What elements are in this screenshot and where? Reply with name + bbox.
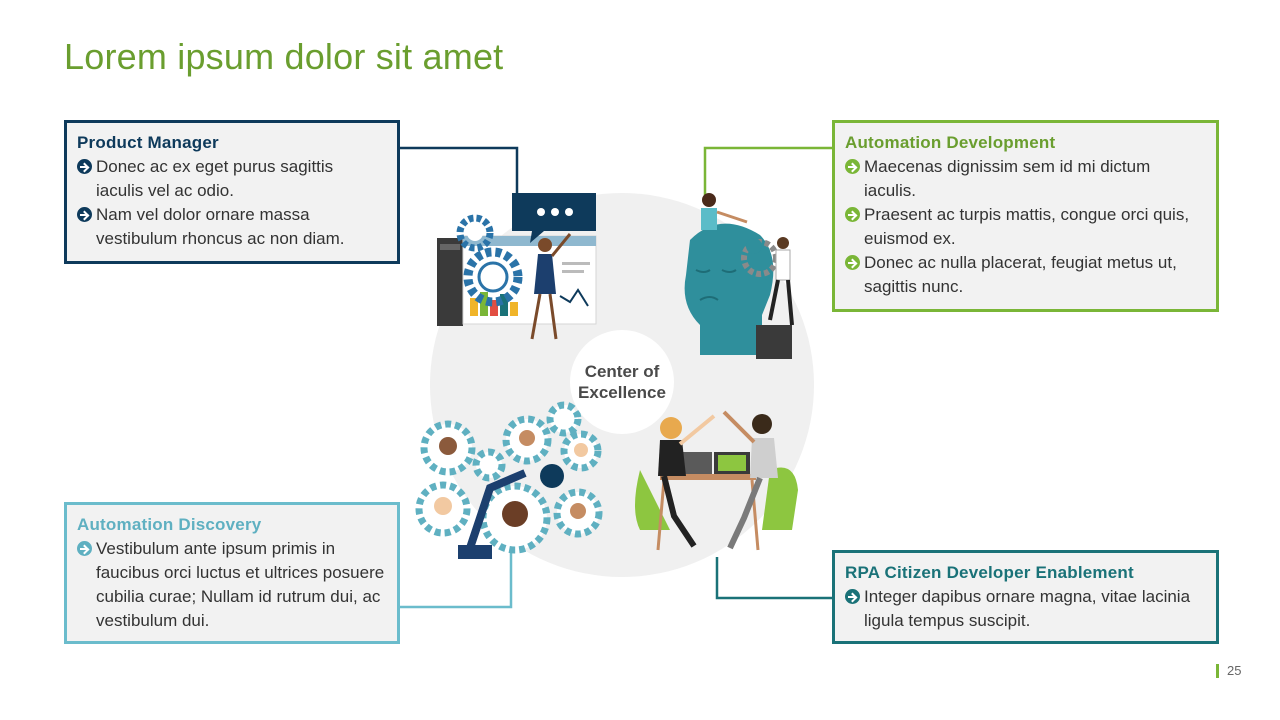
arrow-bullet-icon [77, 159, 92, 174]
automation-discovery-box: Automation Discovery Vestibulum ante ips… [64, 502, 400, 644]
list-item: Donec ac nulla placerat, feugiat metus u… [845, 251, 1204, 299]
list-item: Nam vel dolor ornare massa vestibulum rh… [77, 203, 385, 251]
slide-title: Lorem ipsum dolor sit amet [64, 36, 504, 77]
center-label-line1: Center of [584, 362, 660, 381]
box-heading: Automation Discovery [77, 515, 262, 534]
arrow-bullet-icon [845, 159, 860, 174]
connector-rpa [715, 557, 832, 600]
bullet-text: Vestibulum ante ipsum primis in faucibus… [96, 539, 385, 630]
arrow-bullet-icon [845, 589, 860, 604]
connector-product-manager [400, 146, 519, 200]
dashboard-illustration [437, 193, 597, 340]
box-heading: Automation Development [845, 133, 1056, 152]
box-heading: Product Manager [77, 133, 219, 152]
list-item: Praesent ac turpis mattis, congue orci q… [845, 203, 1204, 251]
arrow-bullet-icon [77, 541, 92, 556]
arrow-bullet-icon [77, 207, 92, 222]
connector-automation-development [703, 146, 832, 198]
bullet-text: Donec ac nulla placerat, feugiat metus u… [864, 253, 1177, 296]
arrow-bullet-icon [845, 255, 860, 270]
list-item: Maecenas dignissim sem id mi dictum iacu… [845, 155, 1204, 203]
collaboration-illustration [635, 410, 798, 551]
connector-automation-discovery [400, 550, 513, 609]
gears-avatars-illustration [415, 401, 603, 559]
rpa-citizen-developer-box: RPA Citizen Developer Enablement Integer… [832, 550, 1219, 644]
bullet-text: Nam vel dolor ornare massa vestibulum rh… [96, 205, 345, 248]
bullet-text: Donec ac ex eget purus sagittis iaculis … [96, 157, 334, 200]
ai-head-illustration [684, 193, 794, 359]
list-item: Vestibulum ante ipsum primis in faucibus… [77, 537, 385, 633]
product-manager-box: Product Manager Donec ac ex eget purus s… [64, 120, 400, 264]
bullet-text: Integer dapibus ornare magna, vitae laci… [864, 587, 1191, 630]
box-heading: RPA Citizen Developer Enablement [845, 563, 1134, 582]
center-label-line2: Excellence [578, 383, 666, 402]
list-item: Integer dapibus ornare magna, vitae laci… [845, 585, 1204, 633]
page-number: 25 [1216, 664, 1241, 678]
list-item: Donec ac ex eget purus sagittis iaculis … [77, 155, 385, 203]
center-of-excellence-label: Center of Excellence [570, 330, 674, 434]
automation-development-box: Automation Development Maecenas dignissi… [832, 120, 1219, 312]
bullet-text: Praesent ac turpis mattis, congue orci q… [864, 205, 1190, 248]
bullet-text: Maecenas dignissim sem id mi dictum iacu… [864, 157, 1151, 200]
arrow-bullet-icon [845, 207, 860, 222]
